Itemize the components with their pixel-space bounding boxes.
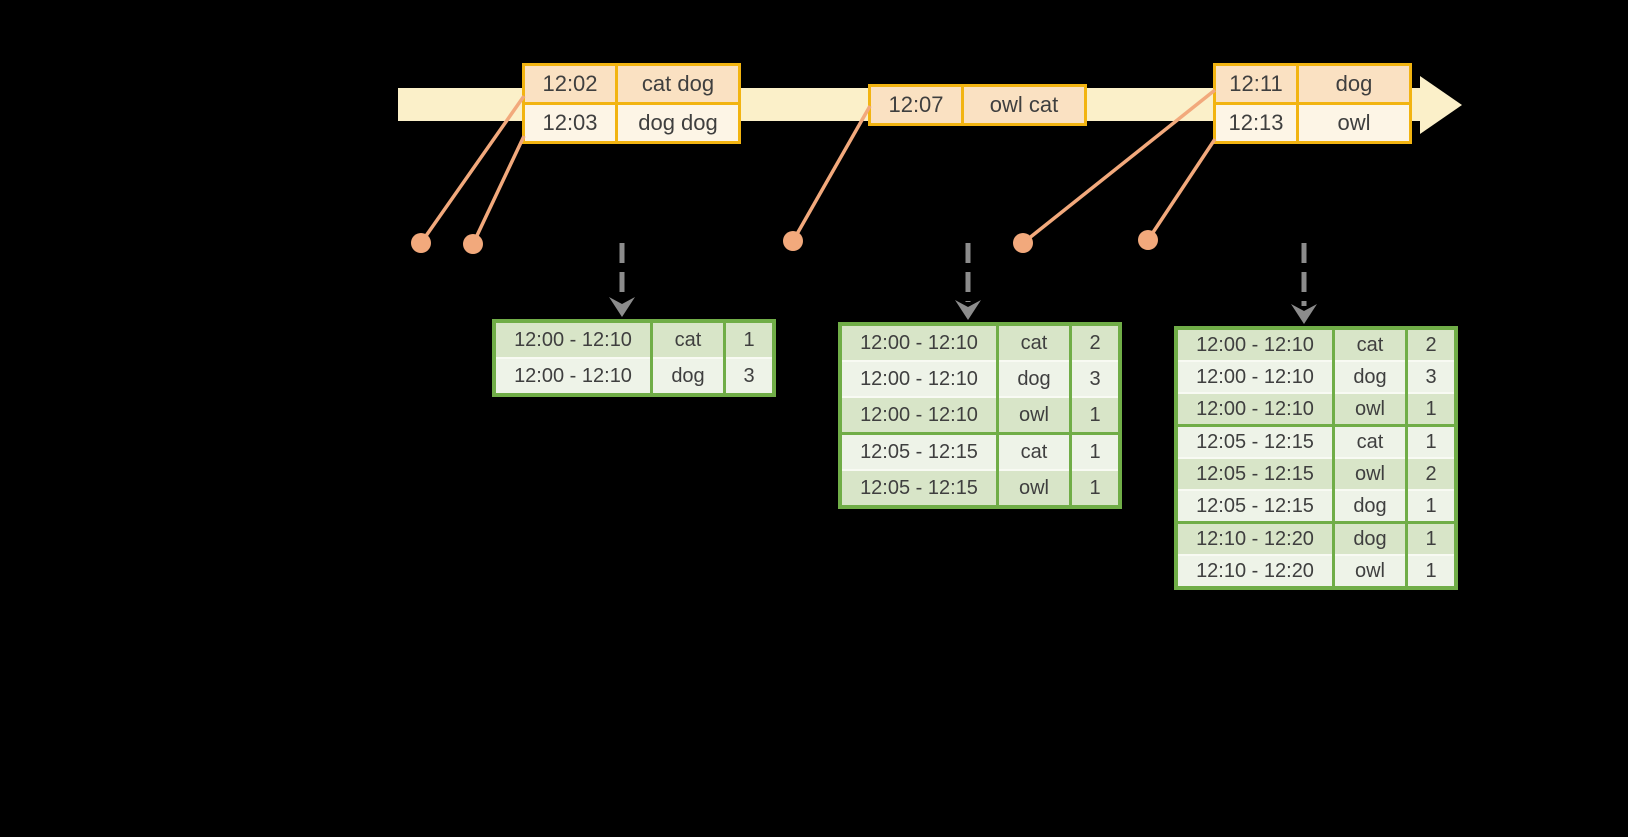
event-words: dog [1296, 63, 1412, 105]
count: 2 [1070, 324, 1120, 361]
event-words: owl cat [961, 84, 1087, 126]
event-table-2: 12:07 owl cat [868, 84, 1087, 126]
event-dot-5 [1138, 230, 1158, 250]
word: owl [997, 469, 1072, 507]
window-range: 12:05 - 12:15 [1176, 489, 1335, 523]
result-row: 12:00 - 12:10 owl 1 [1176, 392, 1456, 426]
word: cat [997, 324, 1072, 361]
result-row: 12:00 - 12:10 cat 2 [1176, 328, 1456, 361]
word: dog [651, 357, 726, 395]
event-row: 12:03 dog dog [522, 102, 741, 144]
word: owl [997, 396, 1072, 434]
count: 2 [1406, 457, 1456, 490]
word: dog [1333, 489, 1408, 523]
event-table-3: 12:11 dog 12:13 owl [1213, 63, 1412, 144]
event-dot-2 [463, 234, 483, 254]
word: cat [651, 321, 726, 358]
word: dog [1333, 521, 1408, 555]
window-range: 12:00 - 12:10 [840, 396, 999, 434]
event-time: 12:07 [868, 84, 964, 126]
connector-line-3 [791, 105, 872, 242]
word: owl [1333, 457, 1408, 490]
connector-line-5 [1146, 138, 1217, 241]
event-row: 12:07 owl cat [868, 84, 1087, 126]
trigger-arrowhead-icon-2 [955, 300, 981, 320]
result-row: 12:00 - 12:10 owl 1 [840, 396, 1120, 434]
count: 1 [1406, 521, 1456, 555]
count: 1 [1070, 469, 1120, 507]
window-range: 12:00 - 12:10 [494, 357, 653, 395]
count: 1 [1070, 432, 1120, 470]
window-range: 12:00 - 12:10 [840, 324, 999, 361]
window-range: 12:05 - 12:15 [1176, 424, 1335, 458]
event-time: 12:13 [1213, 102, 1299, 144]
word: cat [1333, 424, 1408, 458]
result-row: 12:05 - 12:15 cat 1 [840, 432, 1120, 470]
word: dog [997, 360, 1072, 397]
result-row: 12:00 - 12:10 cat 1 [494, 321, 774, 358]
count: 1 [1406, 392, 1456, 426]
count: 1 [1070, 396, 1120, 434]
word: owl [1333, 554, 1408, 588]
event-time: 12:02 [522, 63, 618, 105]
result-row: 12:00 - 12:10 dog 3 [840, 360, 1120, 397]
trigger-arrowhead-icon-1 [609, 297, 635, 317]
window-range: 12:05 - 12:15 [840, 469, 999, 507]
event-words: dog dog [615, 102, 741, 144]
event-table-1: 12:02 cat dog 12:03 dog dog [522, 63, 741, 144]
count: 1 [1406, 554, 1456, 588]
count: 3 [724, 357, 774, 395]
event-dot-4 [1013, 233, 1033, 253]
count: 2 [1406, 328, 1456, 361]
result-row: 12:00 - 12:10 dog 3 [1176, 360, 1456, 393]
event-time: 12:03 [522, 102, 618, 144]
timeline-arrow-head-icon [1420, 76, 1462, 134]
event-row: 12:13 owl [1213, 102, 1412, 144]
result-table-2: 12:00 - 12:10 cat 2 12:00 - 12:10 dog 3 … [838, 322, 1122, 509]
event-time: 12:11 [1213, 63, 1299, 105]
event-row: 12:11 dog [1213, 63, 1412, 105]
window-range: 12:00 - 12:10 [1176, 328, 1335, 361]
window-range: 12:00 - 12:10 [840, 360, 999, 397]
event-dots [411, 230, 1158, 254]
result-table-3: 12:00 - 12:10 cat 2 12:00 - 12:10 dog 3 … [1174, 326, 1458, 590]
trigger-arrow-lines [619, 243, 1307, 306]
result-row: 12:05 - 12:15 dog 1 [1176, 489, 1456, 523]
event-dot-3 [783, 231, 803, 251]
result-row: 12:05 - 12:15 owl 1 [840, 469, 1120, 507]
word: dog [1333, 360, 1408, 393]
window-range: 12:00 - 12:10 [1176, 392, 1335, 426]
connector-line-2 [471, 135, 526, 245]
event-row: 12:02 cat dog [522, 63, 741, 105]
count: 1 [1406, 489, 1456, 523]
count: 3 [1070, 360, 1120, 397]
window-range: 12:05 - 12:15 [1176, 457, 1335, 490]
word: cat [1333, 328, 1408, 361]
result-table-1: 12:00 - 12:10 cat 1 12:00 - 12:10 dog 3 [492, 319, 776, 397]
event-words: cat dog [615, 63, 741, 105]
event-words: owl [1296, 102, 1412, 144]
count: 3 [1406, 360, 1456, 393]
word: owl [1333, 392, 1408, 426]
result-row: 12:10 - 12:20 dog 1 [1176, 521, 1456, 555]
window-range: 12:10 - 12:20 [1176, 554, 1335, 588]
trigger-arrowhead-icon-3 [1291, 304, 1317, 324]
window-range: 12:10 - 12:20 [1176, 521, 1335, 555]
result-row: 12:10 - 12:20 owl 1 [1176, 554, 1456, 588]
result-row: 12:05 - 12:15 cat 1 [1176, 424, 1456, 458]
event-dot-1 [411, 233, 431, 253]
word: cat [997, 432, 1072, 470]
result-row: 12:00 - 12:10 dog 3 [494, 357, 774, 395]
count: 1 [1406, 424, 1456, 458]
result-row: 12:05 - 12:15 owl 2 [1176, 457, 1456, 490]
count: 1 [724, 321, 774, 358]
result-row: 12:00 - 12:10 cat 2 [840, 324, 1120, 361]
window-range: 12:00 - 12:10 [494, 321, 653, 358]
window-range: 12:00 - 12:10 [1176, 360, 1335, 393]
window-range: 12:05 - 12:15 [840, 432, 999, 470]
